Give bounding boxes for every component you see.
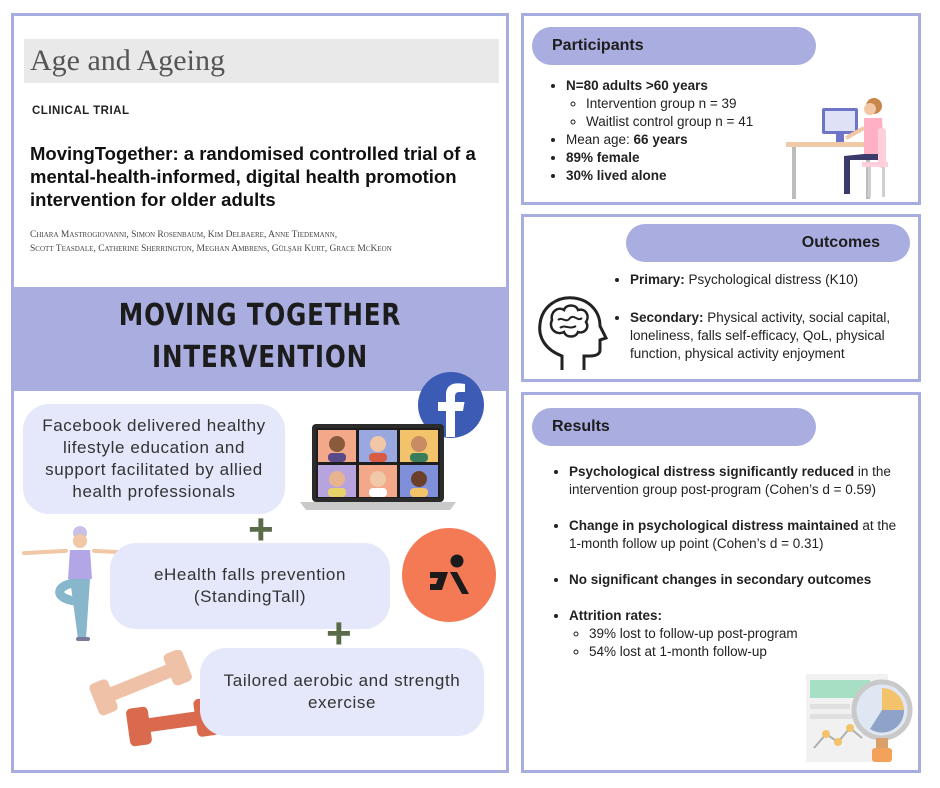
result-3-bold: No significant changes in secondary outc… — [569, 572, 872, 587]
participants-mean-age: Mean age: 66 years — [566, 131, 808, 149]
journal-name: Age and Ageing — [30, 44, 225, 77]
participants-heading: Participants — [532, 27, 816, 65]
results-heading: Results — [532, 408, 816, 446]
outcomes-list: Primary: Psychological distress (K10) Se… — [612, 271, 912, 363]
banner-title: MOVING TOGETHER INTERVENTION — [57, 295, 462, 379]
participants-total-text: N=80 adults >60 years — [566, 78, 708, 93]
participants-waitlist: Waitlist control group n = 41 — [586, 113, 808, 131]
component-1-text: Facebook delivered healthy lifestyle edu… — [42, 416, 266, 501]
standingtall-logo-icon — [402, 528, 496, 622]
journal-header-bar — [24, 39, 499, 83]
component-aerobic-strength-exercise: Tailored aerobic and strength exercise — [200, 648, 484, 736]
participants-list: N=80 adults >60 years Intervention group… — [548, 77, 808, 185]
result-attrition: Attrition rates: 39% lost to follow-up p… — [569, 607, 906, 661]
participants-alone: 30% lived alone — [566, 167, 808, 185]
paper-title: MovingTogether: a randomised controlled … — [30, 143, 476, 210]
result-1-text: in the intervention group post-program (… — [569, 464, 891, 497]
participants-female: 89% female — [566, 149, 808, 167]
result-2-text: at the 1-month follow up point (Cohen’s … — [569, 518, 897, 551]
article-type: CLINICAL TRIAL — [32, 105, 130, 117]
author-line-1: Chiara Mastrogiovanni, Simon Rosenbaum, … — [30, 230, 338, 240]
result-1-bold: Psychological distress significantly red… — [569, 464, 855, 479]
intervention-banner: MOVING TOGETHER INTERVENTION — [13, 287, 507, 391]
participants-total: N=80 adults >60 years Intervention group… — [566, 77, 808, 131]
component-3-text: Tailored aerobic and strength exercise — [223, 671, 461, 712]
secondary-label: Secondary: — [630, 310, 704, 325]
result-secondary: No significant changes in secondary outc… — [569, 571, 906, 589]
secondary-text: Physical activity, social capital, lonel… — [630, 310, 891, 361]
result-2-bold: Change in psychological distress maintai… — [569, 518, 859, 533]
result-distress-reduced: Psychological distress significantly red… — [569, 463, 906, 499]
female-text: 89% female — [566, 150, 640, 165]
outcomes-heading: Outcomes — [626, 224, 910, 262]
facebook-icon — [418, 372, 484, 438]
outcomes-heading-text: Outcomes — [801, 234, 880, 251]
primary-label: Primary: — [630, 272, 685, 287]
alone-text: 30% lived alone — [566, 168, 667, 183]
result-distress-maintained: Change in psychological distress maintai… — [569, 517, 906, 553]
chart-magnifier-icon — [806, 674, 913, 762]
component-facebook-education: Facebook delivered healthy lifestyle edu… — [23, 404, 285, 514]
participants-intervention: Intervention group n = 39 — [586, 95, 808, 113]
attrition-follow-up: 54% lost at 1-month follow-up — [589, 643, 906, 661]
laptop-video-call-icon — [300, 424, 456, 510]
secondary-outcome: Secondary: Physical activity, social cap… — [630, 309, 912, 363]
banner-line-1: MOVING TOGETHER — [118, 298, 402, 333]
results-heading-text: Results — [552, 418, 610, 435]
author-list: Chiara Mastrogiovanni, Simon Rosenbaum, … — [30, 228, 500, 256]
component-ehealth-falls-prevention: eHealth falls prevention (StandingTall) — [110, 543, 390, 629]
banner-line-2: INTERVENTION — [152, 340, 368, 375]
results-list: Psychological distress significantly red… — [551, 463, 906, 661]
primary-text: Psychological distress (K10) — [684, 272, 859, 287]
mean-age-label: Mean age: — [566, 132, 634, 147]
result-4-bold: Attrition rates: — [569, 608, 663, 623]
brain-head-icon — [538, 296, 609, 370]
attrition-post-program: 39% lost to follow-up post-program — [589, 625, 906, 643]
author-line-2: Scott Teasdale, Catherine Sherrington, M… — [30, 244, 392, 254]
person-at-desk-icon — [786, 98, 888, 199]
mean-age-value: 66 years — [633, 132, 688, 147]
primary-outcome: Primary: Psychological distress (K10) — [630, 271, 912, 289]
participants-heading-text: Participants — [552, 37, 644, 54]
component-2-text: eHealth falls prevention (StandingTall) — [153, 565, 347, 606]
